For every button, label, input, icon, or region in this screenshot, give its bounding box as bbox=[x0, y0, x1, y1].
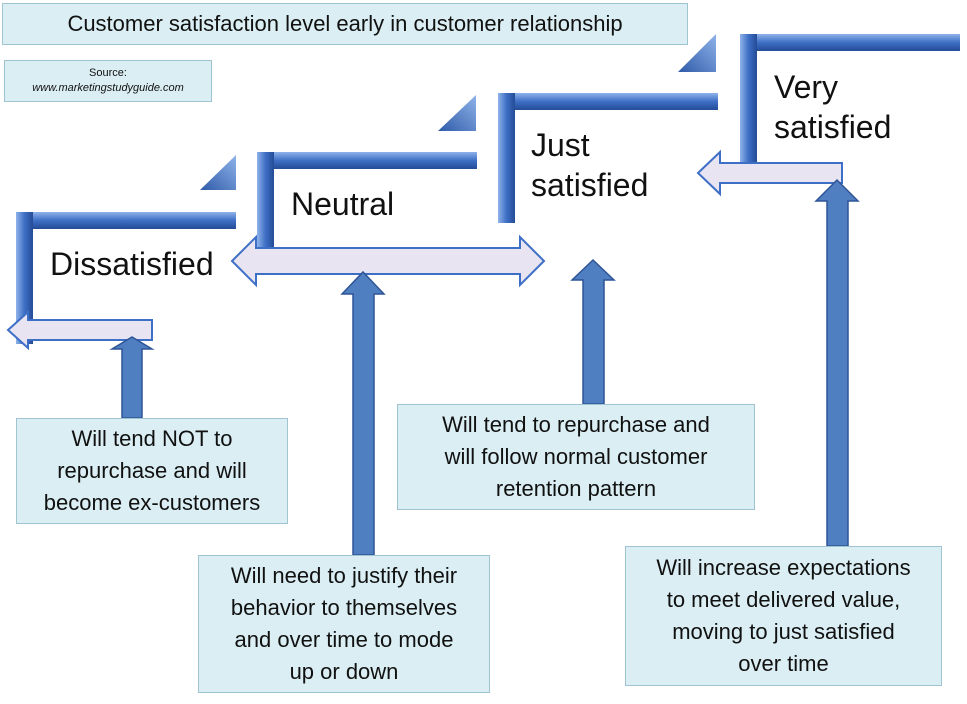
note-line: retention pattern bbox=[495, 476, 657, 501]
up-arrow-very-satisfied bbox=[814, 178, 860, 547]
up-arrow-just-satisfied bbox=[570, 258, 616, 405]
note-neutral: Will need to justify their behavior to t… bbox=[198, 555, 490, 693]
diagram-title: Customer satisfaction level early in cus… bbox=[2, 3, 688, 45]
note-line: over time bbox=[738, 651, 829, 676]
step-just-satisfied bbox=[498, 34, 718, 223]
note-line: Will tend NOT to bbox=[71, 426, 233, 451]
up-arrow-dissatisfied bbox=[109, 336, 155, 419]
level-label-very-satisfied: Very satisfied bbox=[774, 67, 891, 147]
note-line: to meet delivered value, bbox=[666, 587, 901, 612]
note-line: repurchase and will bbox=[57, 458, 247, 483]
up-arrow-neutral bbox=[340, 270, 386, 556]
source-url: www.marketingstudyguide.com bbox=[32, 82, 184, 94]
note-line: up or down bbox=[289, 659, 399, 684]
note-line: and over time to mode bbox=[234, 627, 454, 652]
note-just-satisfied: Will tend to repurchase and will follow … bbox=[397, 404, 755, 510]
step-neutral bbox=[257, 95, 477, 252]
source-credit: Source: www.marketingstudyguide.com bbox=[4, 60, 212, 102]
level-label-line: Very bbox=[774, 69, 839, 105]
level-label-line: Dissatisfied bbox=[50, 246, 214, 282]
note-line: Will increase expectations bbox=[656, 555, 911, 580]
note-line: will follow normal customer bbox=[444, 444, 708, 469]
source-label: Source: bbox=[89, 67, 127, 79]
left-arrow-very-satisfied bbox=[696, 149, 843, 197]
level-label-just-satisfied: Just satisfied bbox=[531, 125, 648, 205]
note-line: Will tend to repurchase and bbox=[442, 412, 710, 437]
left-arrow-dissatisfied bbox=[6, 309, 153, 351]
note-line: moving to just satisfied bbox=[672, 619, 895, 644]
step-very-satisfied bbox=[740, 34, 960, 164]
note-line: Will need to justify their bbox=[230, 563, 458, 588]
level-label-line: satisfied bbox=[531, 167, 649, 203]
note-very-satisfied: Will increase expectations to meet deliv… bbox=[625, 546, 942, 686]
level-label-line: Just bbox=[531, 127, 590, 163]
note-line: behavior to themselves bbox=[230, 595, 458, 620]
note-line: become ex-customers bbox=[43, 490, 261, 515]
level-label-dissatisfied: Dissatisfied bbox=[50, 244, 214, 284]
note-dissatisfied: Will tend NOT to repurchase and will bec… bbox=[16, 418, 288, 524]
double-arrow-neutral bbox=[230, 234, 546, 288]
level-label-line: Neutral bbox=[291, 186, 395, 222]
level-label-line: satisfied bbox=[774, 109, 892, 145]
level-label-neutral: Neutral bbox=[291, 184, 394, 224]
